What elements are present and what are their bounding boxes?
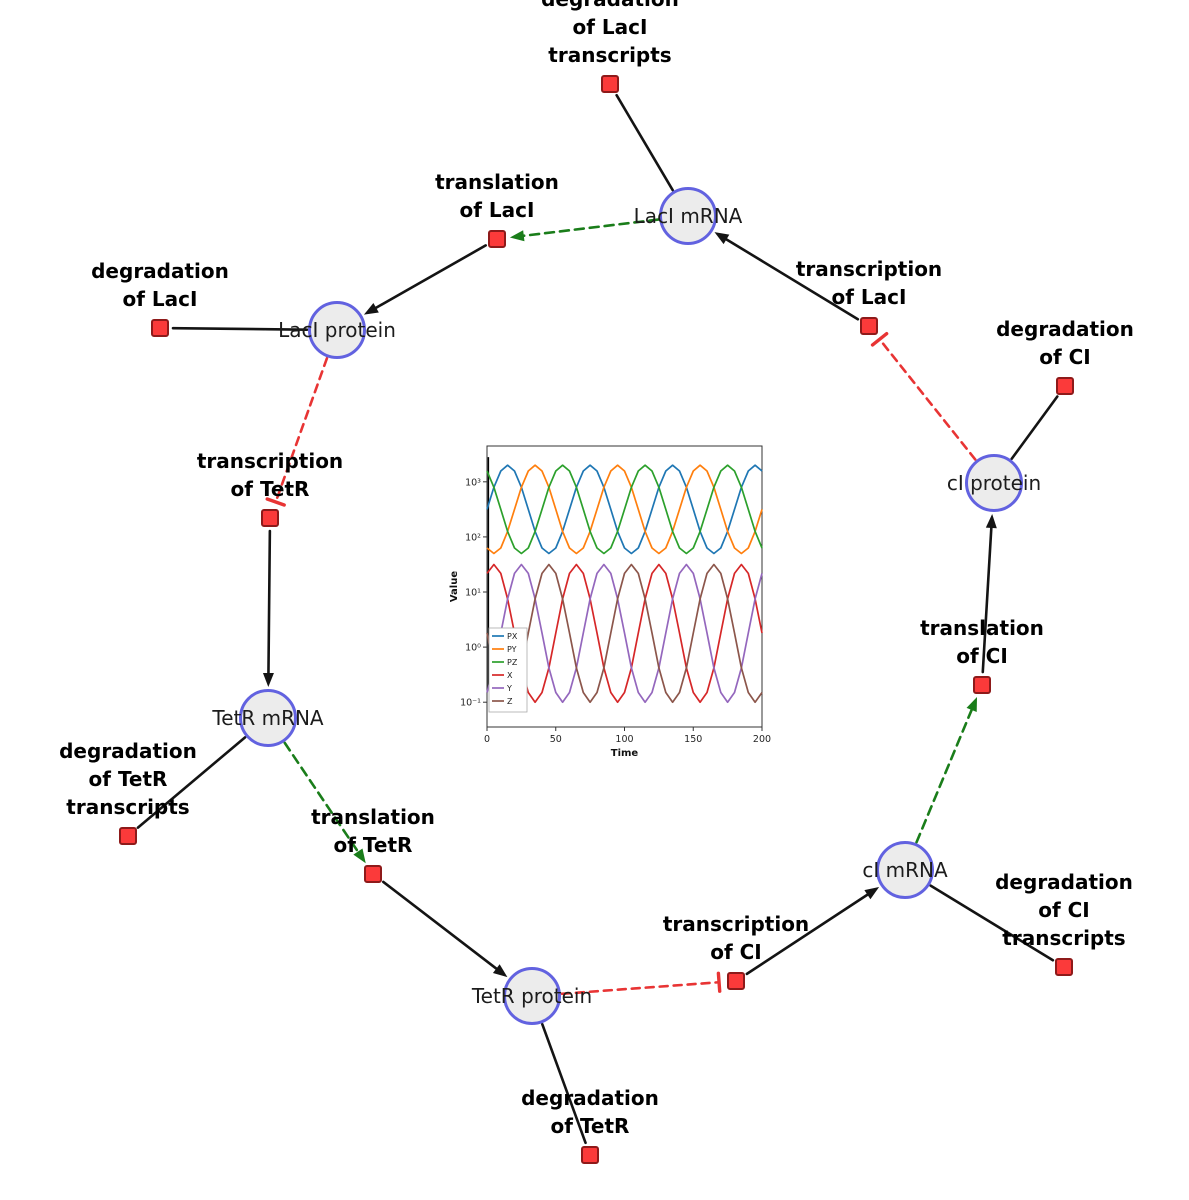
edge-tx_laci-laci_mrna-arrowhead: [714, 232, 730, 245]
species-node-ci_protein[interactable]: [965, 454, 1023, 512]
plot-legend-label-Z: Z: [507, 697, 513, 706]
laci_mrna-label: LacI mRNA: [633, 204, 743, 228]
edge-ci_mrna-tl_ci-arrowhead: [966, 697, 978, 713]
plot-series-PZ: [486, 464, 763, 555]
edge-tetr_mrna-tl_tetr-arrowhead: [353, 848, 366, 864]
plot-ytick-label: 10⁰: [465, 643, 481, 654]
reaction-node-deg_ci_tr[interactable]: [1055, 958, 1073, 976]
species-node-ci_mrna[interactable]: [876, 841, 934, 899]
reaction-node-tx_tetr[interactable]: [261, 509, 279, 527]
edge-tx_ci-ci_mrna-arrowhead: [864, 887, 880, 900]
plot-series-X: [486, 563, 763, 704]
edge-laci_mrna-tl_laci: [520, 218, 660, 238]
tetr_protein-label: TetR protein: [471, 984, 593, 1008]
edge-ci_mrna-deg_ci_tr: [929, 884, 1055, 962]
plot-ylabel: Value: [449, 571, 460, 602]
plot-xtick-label: 200: [753, 734, 771, 745]
edge-laci_mrna-deg_laci_tr: [615, 93, 675, 192]
tl_tetr-label: translation of TetR: [311, 805, 435, 857]
reaction-node-tx_laci[interactable]: [860, 317, 878, 335]
plot-legend-label-PY: PY: [507, 645, 517, 654]
plot-ytick-label: 10⁻¹: [460, 698, 481, 709]
edge-ci_protein-tx_laci: [878, 337, 977, 461]
edge-tl_tetr-tetr_protein-arrowhead: [492, 964, 508, 978]
edge-laci_protein-tx_tetr-inhibition-bar: [265, 497, 286, 507]
reaction-node-tx_ci[interactable]: [727, 972, 745, 990]
plot-legend-label-X: X: [507, 671, 513, 680]
plot-xtick-label: 100: [615, 734, 633, 745]
edge-tl_ci-ci_protein: [981, 524, 993, 674]
plot-ytick-label: 10³: [465, 477, 481, 488]
plot-frame: [486, 445, 763, 728]
deg_ci_tr-label: degradation of CI transcripts: [995, 870, 1133, 950]
tl_laci-label: translation of LacI: [435, 170, 559, 222]
laci_protein-label: LacI protein: [278, 318, 396, 342]
reaction-node-deg_ci[interactable]: [1056, 377, 1074, 395]
edge-tl_laci-laci_protein: [373, 244, 487, 311]
edge-tetr_mrna-deg_tetr_tr: [136, 736, 247, 829]
deg_laci-label: degradation of LacI: [91, 259, 229, 311]
edge-tetr_protein-tx_ci: [560, 980, 721, 996]
deg_ci-label: degradation of CI: [996, 317, 1134, 369]
tetr_mrna-label: TetR mRNA: [212, 706, 324, 730]
plot-series-Y: [486, 563, 763, 704]
species-node-laci_protein[interactable]: [308, 301, 366, 359]
edge-laci_protein-deg_laci: [171, 326, 309, 331]
edge-tl_laci-laci_protein-arrowhead: [363, 302, 379, 315]
plot-xlabel: Time: [611, 748, 639, 759]
plot-legend-label-PZ: PZ: [507, 658, 518, 667]
deg_tetr-label: degradation of TetR: [521, 1086, 659, 1138]
reaction-node-tl_ci[interactable]: [973, 676, 991, 694]
edge-tx_ci-ci_mrna: [745, 892, 871, 976]
plot-series-PY: [486, 464, 763, 555]
reaction-node-tl_laci[interactable]: [488, 230, 506, 248]
reaction-node-deg_tetr[interactable]: [581, 1146, 599, 1164]
edge-tx_tetr-tetr_mrna: [267, 529, 272, 677]
edge-tl_tetr-tetr_protein: [382, 880, 500, 972]
tx_laci-label: transcription of LacI: [795, 257, 943, 309]
plot-xtick-label: 50: [550, 734, 562, 745]
edge-ci_protein-tx_laci-inhibition-bar: [870, 331, 889, 347]
tx_ci-label: transcription of CI: [662, 912, 810, 964]
edge-tx_laci-laci_mrna: [723, 237, 860, 321]
edge-tetr_mrna-tl_tetr: [283, 741, 361, 855]
ci_mrna-label: cI mRNA: [862, 858, 948, 882]
plot-series-Z: [486, 563, 763, 704]
plot-series-PX: [486, 464, 763, 555]
plot-legend-label-PX: PX: [507, 632, 518, 641]
plot-legend-label-Y: Y: [506, 684, 512, 693]
edge-ci_mrna-tl_ci: [915, 706, 974, 844]
species-node-tetr_mrna[interactable]: [239, 689, 297, 747]
plot-ytick-label: 10¹: [465, 588, 481, 599]
plot-xtick-label: 150: [684, 734, 702, 745]
tl_ci-label: translation of CI: [920, 616, 1044, 668]
edge-tx_tetr-tetr_mrna-arrowhead: [262, 672, 274, 688]
reaction-node-deg_tetr_tr[interactable]: [119, 827, 137, 845]
tx_tetr-label: transcription of TetR: [196, 449, 344, 501]
species-node-laci_mrna[interactable]: [659, 187, 717, 245]
reaction-node-tl_tetr[interactable]: [364, 865, 382, 883]
edge-laci_protein-tx_tetr: [274, 356, 329, 504]
edge-ci_protein-deg_ci: [1010, 395, 1059, 461]
edge-tetr_protein-deg_tetr: [540, 1022, 587, 1145]
edge-laci_mrna-tl_laci-arrowhead: [509, 230, 525, 242]
reaction-node-deg_laci_tr[interactable]: [601, 75, 619, 93]
plot-xtick-label: 0: [484, 734, 490, 745]
plot-ytick-label: 10²: [465, 532, 481, 543]
deg_tetr_tr-label: degradation of TetR transcripts: [59, 739, 197, 819]
ci_protein-label: cI protein: [946, 471, 1042, 495]
deg_laci_tr-label: degradation of LacI transcripts: [541, 0, 679, 67]
plot-legend-box: [488, 627, 528, 713]
reaction-node-deg_laci[interactable]: [151, 319, 169, 337]
species-node-tetr_protein[interactable]: [503, 967, 561, 1025]
edge-tl_ci-ci_protein-arrowhead: [985, 513, 997, 529]
edge-tetr_protein-tx_ci-inhibition-bar: [716, 971, 722, 993]
